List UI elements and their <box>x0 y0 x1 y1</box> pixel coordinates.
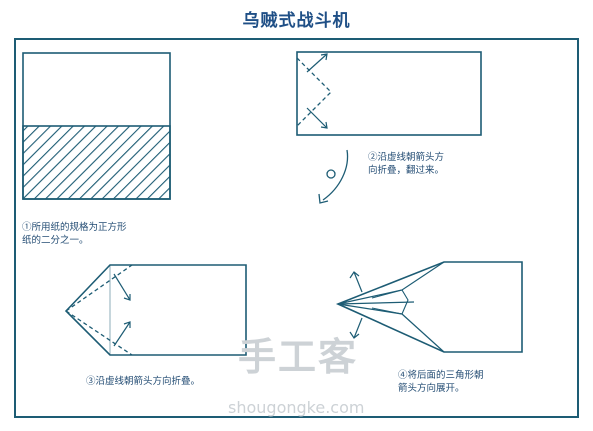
step-2-number: ② <box>368 152 378 163</box>
step-2-text: 沿虚线朝箭头方 向折叠，翻过来。 <box>368 152 445 176</box>
step-4-number: ④ <box>398 370 408 381</box>
step-3-caption: ③沿虚线朝箭头方向折叠。 <box>86 362 286 388</box>
step-1-number: ① <box>22 222 32 233</box>
step-2-caption: ②沿虚线朝箭头方 向折叠，翻过来。 <box>368 138 498 177</box>
step-4-text: 将后面的三角形朝 箭头方向展开。 <box>398 370 484 394</box>
diagram-title: 乌贼式战斗机 <box>242 11 351 31</box>
watermark-logo: 手工客 <box>238 335 359 379</box>
hatched-half <box>22 125 171 200</box>
diagram-frame <box>14 38 579 418</box>
step-3-text: 沿虚线朝箭头方向折叠。 <box>95 376 201 387</box>
step-3-number: ③ <box>86 376 96 387</box>
step-4-caption: ④将后面的三角形朝 箭头方向展开。 <box>398 356 538 395</box>
step-2-figure <box>296 51 482 204</box>
step-1-figure <box>22 52 171 200</box>
step-1-text: 所用纸的规格为正方形 纸的二分之一。 <box>22 222 127 246</box>
step-3-figure <box>64 264 247 356</box>
watermark-url: shougongke.com <box>228 398 365 417</box>
step-1-caption: ①所用纸的规格为正方形 纸的二分之一。 <box>22 208 192 247</box>
step-4-figure <box>335 261 523 353</box>
